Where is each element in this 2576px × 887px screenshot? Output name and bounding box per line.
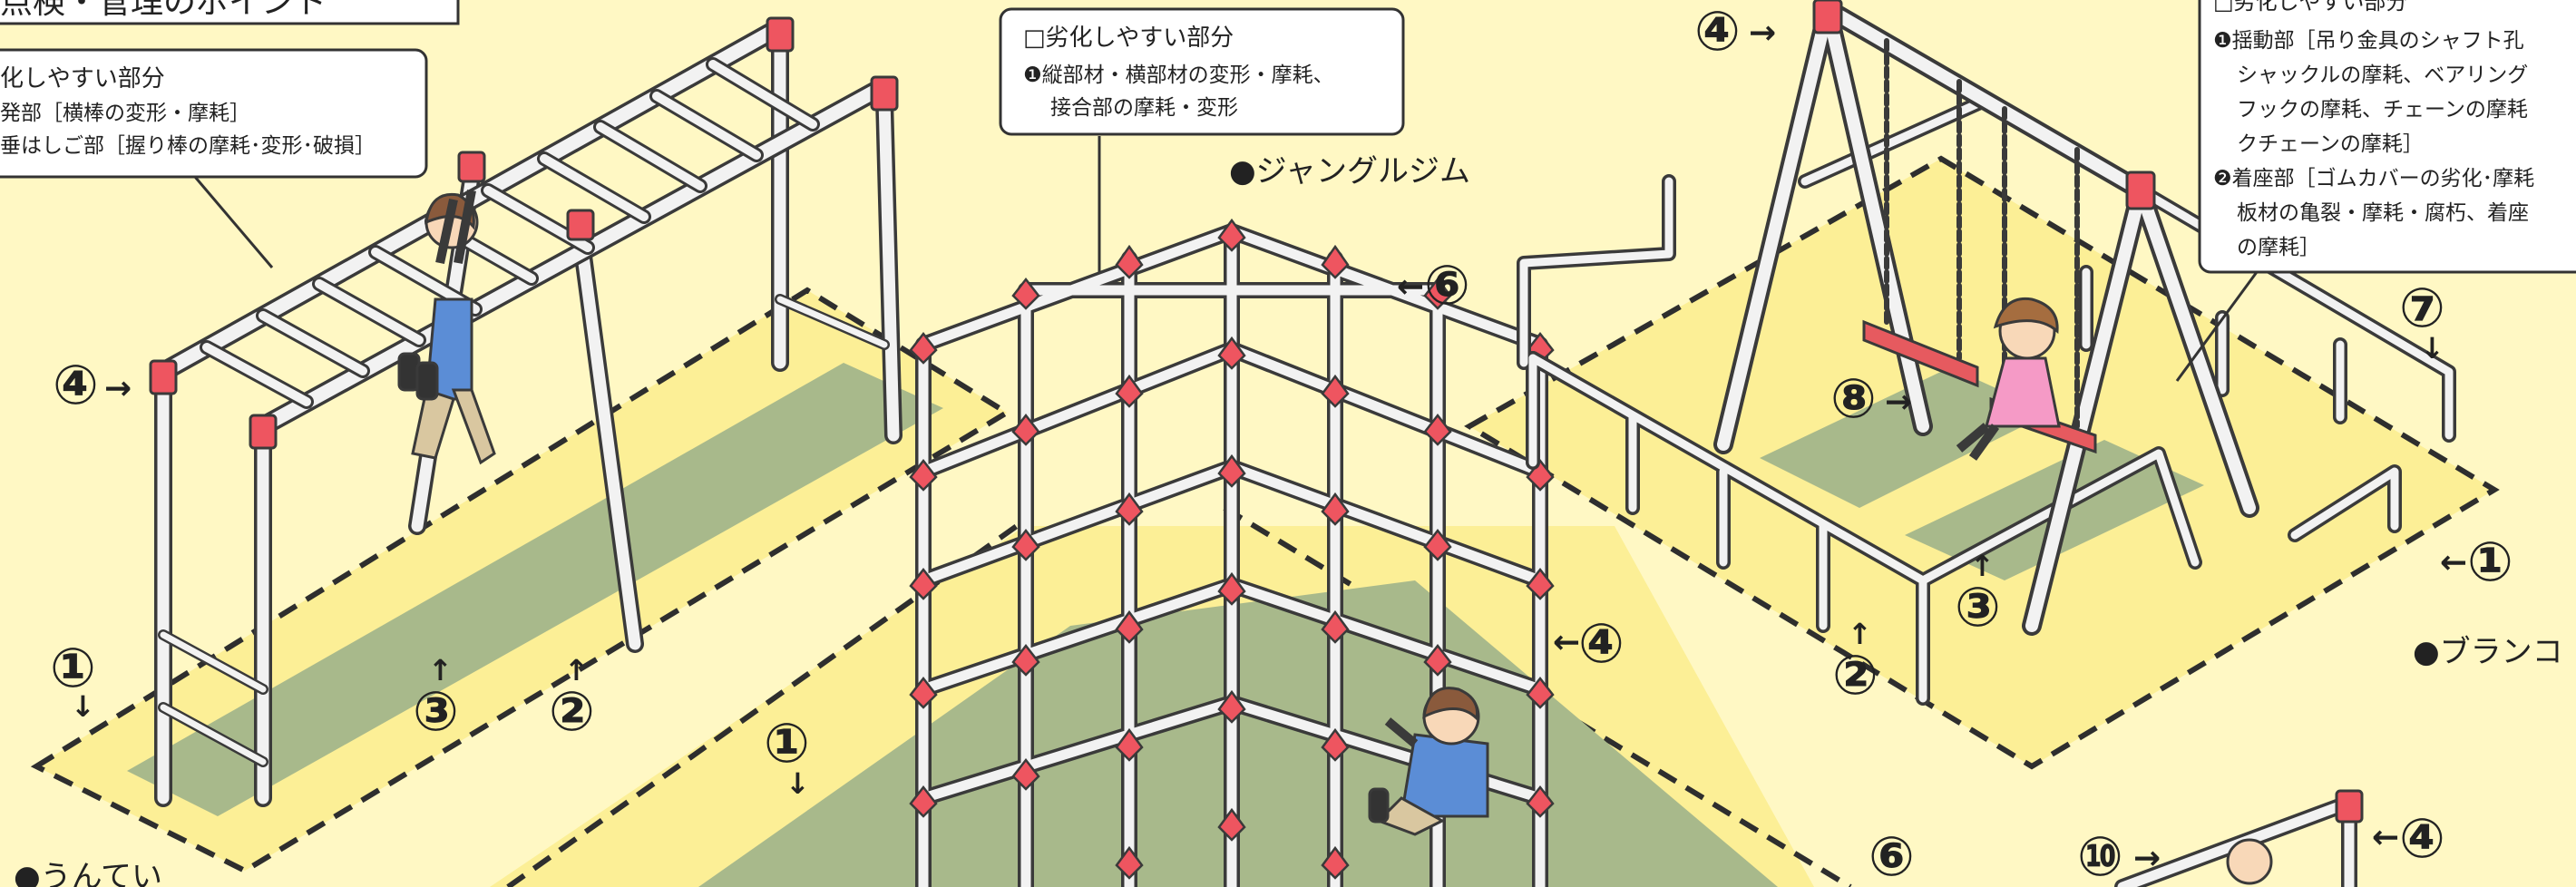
marker-1: ①	[50, 637, 96, 700]
title-box: 点検・管理のポイント	[0, 0, 460, 25]
monkey-bars-fragment-bottom	[2114, 789, 2364, 887]
markers: ④ → ① ↓ ↑ ③ ↑ ② ① ↓ ← ⑥ ← ④ ⑥ ④ → ⑧ → ⑦ …	[50, 0, 2513, 887]
callout-heading: □劣化しやすい部分	[1023, 24, 1234, 52]
marker-2: ②	[549, 680, 595, 744]
child-on-swing	[1956, 297, 2061, 461]
callout-line: クチェーンの摩耗］	[2237, 132, 2424, 156]
marker-4: ④	[1694, 0, 1741, 63]
monkey-bars-callout: 化しやすい部分 発部［横棒の変形・摩耗］ 垂はしご部［握り棒の摩耗･変形･破損］	[0, 48, 428, 268]
marker-arrow: ←	[1553, 624, 1580, 661]
monkey-bars-safety-zone	[30, 287, 1012, 874]
marker-arrow: ↓	[785, 766, 810, 801]
jungle-gym-callout: □劣化しやすい部分 ❶縦部材・横部材の変形・摩耗、 接合部の摩耗・変形	[999, 7, 1405, 272]
marker-arrow: ←	[2372, 819, 2399, 856]
callout-line: ❷着座部［ゴムカバーの劣化･摩耗	[2213, 167, 2534, 190]
callout-line: 板材の亀裂・摩耗・腐朽、着座	[2237, 201, 2529, 225]
marker-6: ⑥	[1424, 254, 1470, 317]
callout-line: ❶縦部材・横部材の変形・摩耗、	[1023, 63, 1334, 87]
marker-1: ①	[2467, 531, 2513, 594]
marker-4: ④	[2399, 807, 2445, 871]
marker-arrow: ↑	[428, 653, 453, 687]
label-monkey-bars: ●うんてい	[14, 859, 162, 887]
marker-arrow: →	[104, 370, 132, 407]
marker-arrow: ←	[2440, 544, 2467, 581]
marker-6: ⑥	[1869, 825, 1915, 887]
marker-arrow: ↑	[1848, 617, 1872, 651]
marker-arrow: ↑	[564, 653, 589, 687]
marker-10: ⑩	[2077, 825, 2123, 887]
marker-2: ②	[1832, 644, 1878, 707]
marker-arrow: →	[2133, 840, 2161, 877]
callout-heading: □劣化しやすい部分	[2213, 0, 2407, 15]
marker-arrow: ↓	[71, 689, 95, 724]
marker-arrow: ↓	[2420, 331, 2444, 366]
callout-line: シャックルの摩耗、ベアリング	[2237, 63, 2528, 87]
callout-heading: 化しやすい部分	[0, 65, 165, 93]
marker-8: ⑧	[1830, 367, 1877, 431]
label-swing: ●ブランコ	[2413, 634, 2563, 670]
marker-arrow: →	[1885, 384, 1912, 421]
callout-line: フックの摩耗、チェーンの摩耗	[2237, 98, 2528, 122]
jungle-gym	[909, 218, 1555, 887]
child-on-monkey-bars	[397, 190, 496, 465]
marker-arrow: ←	[1397, 268, 1424, 306]
jungle-gym-joints	[909, 218, 1555, 880]
marker-3: ③	[413, 680, 459, 744]
page-title: 点検・管理のポイント	[0, 0, 327, 21]
marker-1: ①	[764, 712, 810, 775]
marker-arrow: →	[1749, 15, 1776, 52]
child-on-jungle-gym	[1368, 687, 1489, 836]
callout-line: の摩耗］	[2237, 236, 2320, 259]
callout-line: 発部［横棒の変形・摩耗］	[0, 102, 250, 125]
marker-4: ④	[53, 354, 99, 417]
callout-line: ❶揺動部［吊り金具のシャフト孔	[2213, 29, 2524, 53]
marker-3: ③	[1955, 576, 2001, 639]
callout-line: 垂はしご部［握り棒の摩耗･変形･破損］	[0, 134, 376, 158]
marker-4: ④	[1578, 612, 1625, 676]
callout-line: 接合部の摩耗・変形	[1050, 96, 1238, 120]
marker-7: ⑦	[2399, 277, 2445, 340]
swing-callout: □劣化しやすい部分 ❶揺動部［吊り金具のシャフト孔 シャックルの摩耗、ベアリング…	[2175, 0, 2576, 382]
marker-arrow: ↑	[1970, 549, 1995, 583]
label-jungle-gym: ●ジャングルジム	[1229, 153, 1470, 190]
